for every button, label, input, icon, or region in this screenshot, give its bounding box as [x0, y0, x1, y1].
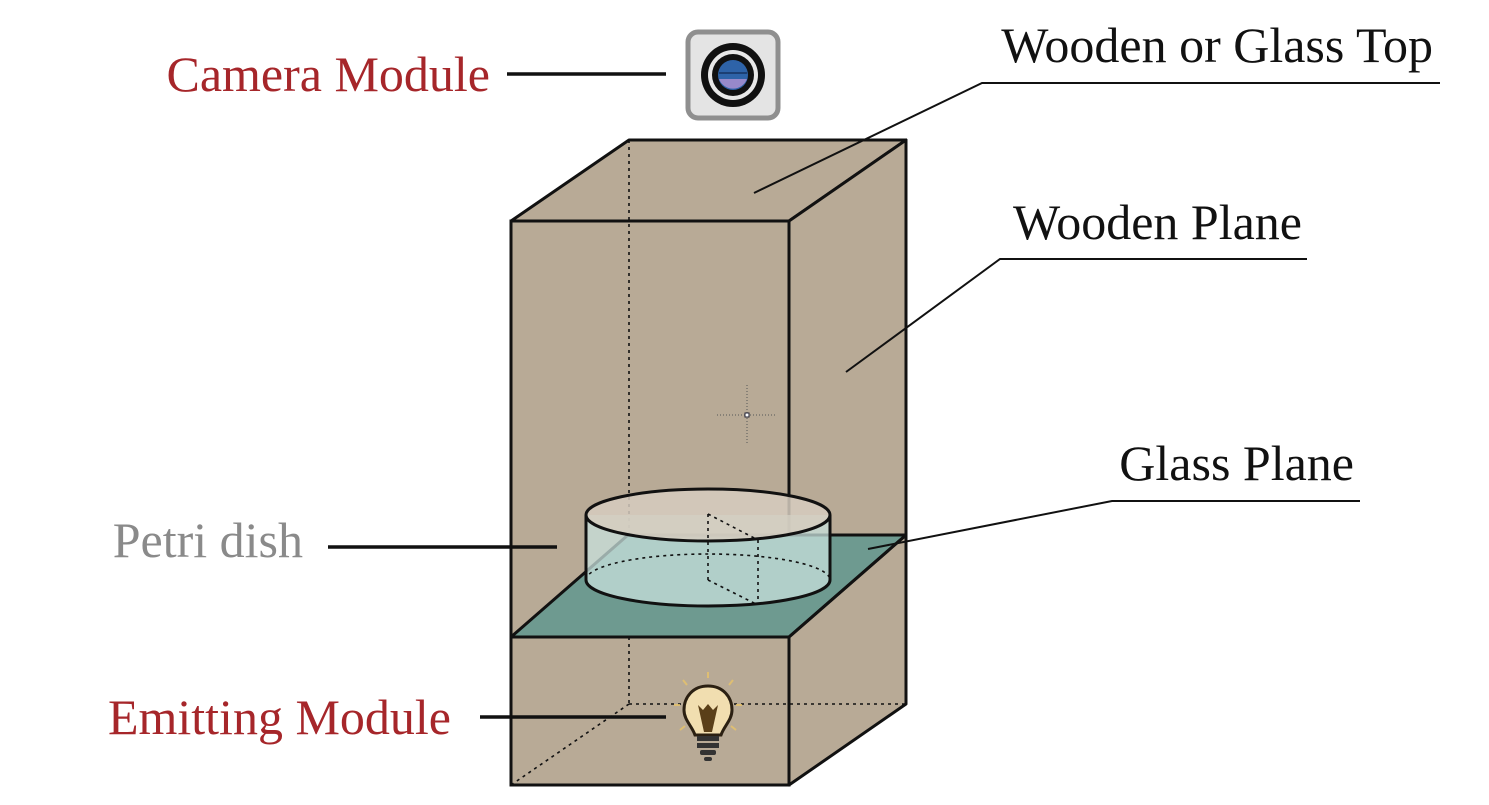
camera-module-label: Camera Module: [166, 46, 490, 102]
petri-dish-label: Petri dish: [113, 512, 303, 568]
crosshair-icon: [717, 385, 777, 445]
glass-plane-label: Glass Plane: [1119, 435, 1354, 491]
wooden-plane-label: Wooden Plane: [1013, 194, 1302, 250]
wooden-or-glass-top-leader: [753, 82, 1440, 194]
box-right-face: [787, 138, 908, 787]
camera-icon: [685, 29, 781, 121]
light-bulb-icon: [674, 672, 742, 761]
petri-dish: [584, 487, 832, 608]
emitting-module-label: Emitting Module: [108, 689, 451, 745]
glass-plane-leader: [867, 500, 1360, 550]
wooden-plane-leader: [845, 258, 1307, 373]
leader-lines: [328, 72, 1440, 719]
wooden-or-glass-top-label: Wooden or Glass Top: [1001, 17, 1433, 73]
